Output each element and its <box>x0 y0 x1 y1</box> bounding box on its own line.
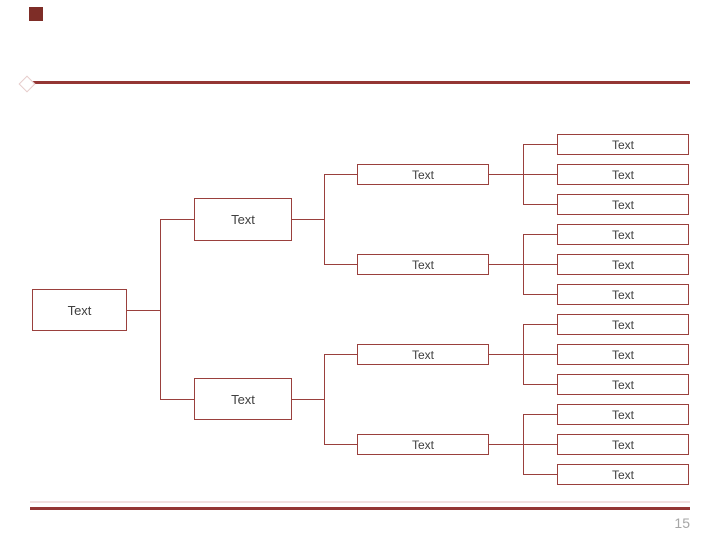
node-label: Text <box>611 347 634 362</box>
accent-square <box>29 7 43 21</box>
connector-line <box>523 474 557 475</box>
node-label: Text <box>611 407 634 422</box>
connector-line <box>160 399 194 400</box>
connector-line <box>292 219 324 220</box>
node-label: Text <box>611 317 634 332</box>
title-underline <box>30 81 690 84</box>
connector-line <box>324 354 325 445</box>
node-level4-1[interactable]: Text <box>557 134 689 155</box>
connector-line <box>523 144 557 145</box>
node-level4-8[interactable]: Text <box>557 344 689 365</box>
node-level2-2[interactable]: Text <box>194 378 292 420</box>
connector-line <box>324 264 357 265</box>
node-label: Text <box>611 257 634 272</box>
node-label: Text <box>611 227 634 242</box>
node-level4-3[interactable]: Text <box>557 194 689 215</box>
connector-line <box>523 414 557 415</box>
connector-line <box>489 354 523 355</box>
node-label: Text <box>611 287 634 302</box>
node-level3-2[interactable]: Text <box>357 254 489 275</box>
connector-line <box>160 219 194 220</box>
node-label: Text <box>411 347 434 362</box>
page-number: 15 <box>674 515 690 531</box>
connector-line <box>523 204 557 205</box>
node-level4-5[interactable]: Text <box>557 254 689 275</box>
connector-line <box>324 354 357 355</box>
connector-line <box>523 384 557 385</box>
node-label: Text <box>611 467 634 482</box>
node-level4-12[interactable]: Text <box>557 464 689 485</box>
connector-line <box>523 354 557 355</box>
node-level4-11[interactable]: Text <box>557 434 689 455</box>
node-label: Text <box>611 137 634 152</box>
footer-rule-dark <box>30 507 690 510</box>
node-label: Text <box>231 391 255 407</box>
diamond-ornament-icon <box>18 75 36 93</box>
connector-line <box>324 174 357 175</box>
node-label: Text <box>411 167 434 182</box>
connector-line <box>324 444 357 445</box>
node-level2-1[interactable]: Text <box>194 198 292 241</box>
node-level4-10[interactable]: Text <box>557 404 689 425</box>
connector-line <box>489 174 523 175</box>
connector-line <box>324 174 325 265</box>
node-label: Text <box>411 257 434 272</box>
node-level4-6[interactable]: Text <box>557 284 689 305</box>
connector-line <box>523 264 557 265</box>
footer-rule-light <box>30 501 690 503</box>
connector-line <box>489 444 523 445</box>
node-label: Text <box>611 437 634 452</box>
node-level4-9[interactable]: Text <box>557 374 689 395</box>
node-level4-4[interactable]: Text <box>557 224 689 245</box>
node-label: Text <box>67 302 92 318</box>
node-level3-3[interactable]: Text <box>357 344 489 365</box>
node-level3-1[interactable]: Text <box>357 164 489 185</box>
node-label: Text <box>611 377 634 392</box>
node-root[interactable]: Text <box>32 289 127 331</box>
node-level4-7[interactable]: Text <box>557 314 689 335</box>
connector-line <box>127 310 160 311</box>
node-label: Text <box>411 437 434 452</box>
connector-line <box>523 444 557 445</box>
connector-line <box>523 324 557 325</box>
node-level3-4[interactable]: Text <box>357 434 489 455</box>
connector-line <box>523 294 557 295</box>
connector-line <box>160 219 161 400</box>
connector-line <box>523 174 557 175</box>
connector-line <box>523 234 557 235</box>
node-level4-2[interactable]: Text <box>557 164 689 185</box>
node-label: Text <box>611 167 634 182</box>
node-label: Text <box>231 212 255 227</box>
connector-line <box>292 399 324 400</box>
connector-line <box>489 264 523 265</box>
node-label: Text <box>611 197 634 212</box>
